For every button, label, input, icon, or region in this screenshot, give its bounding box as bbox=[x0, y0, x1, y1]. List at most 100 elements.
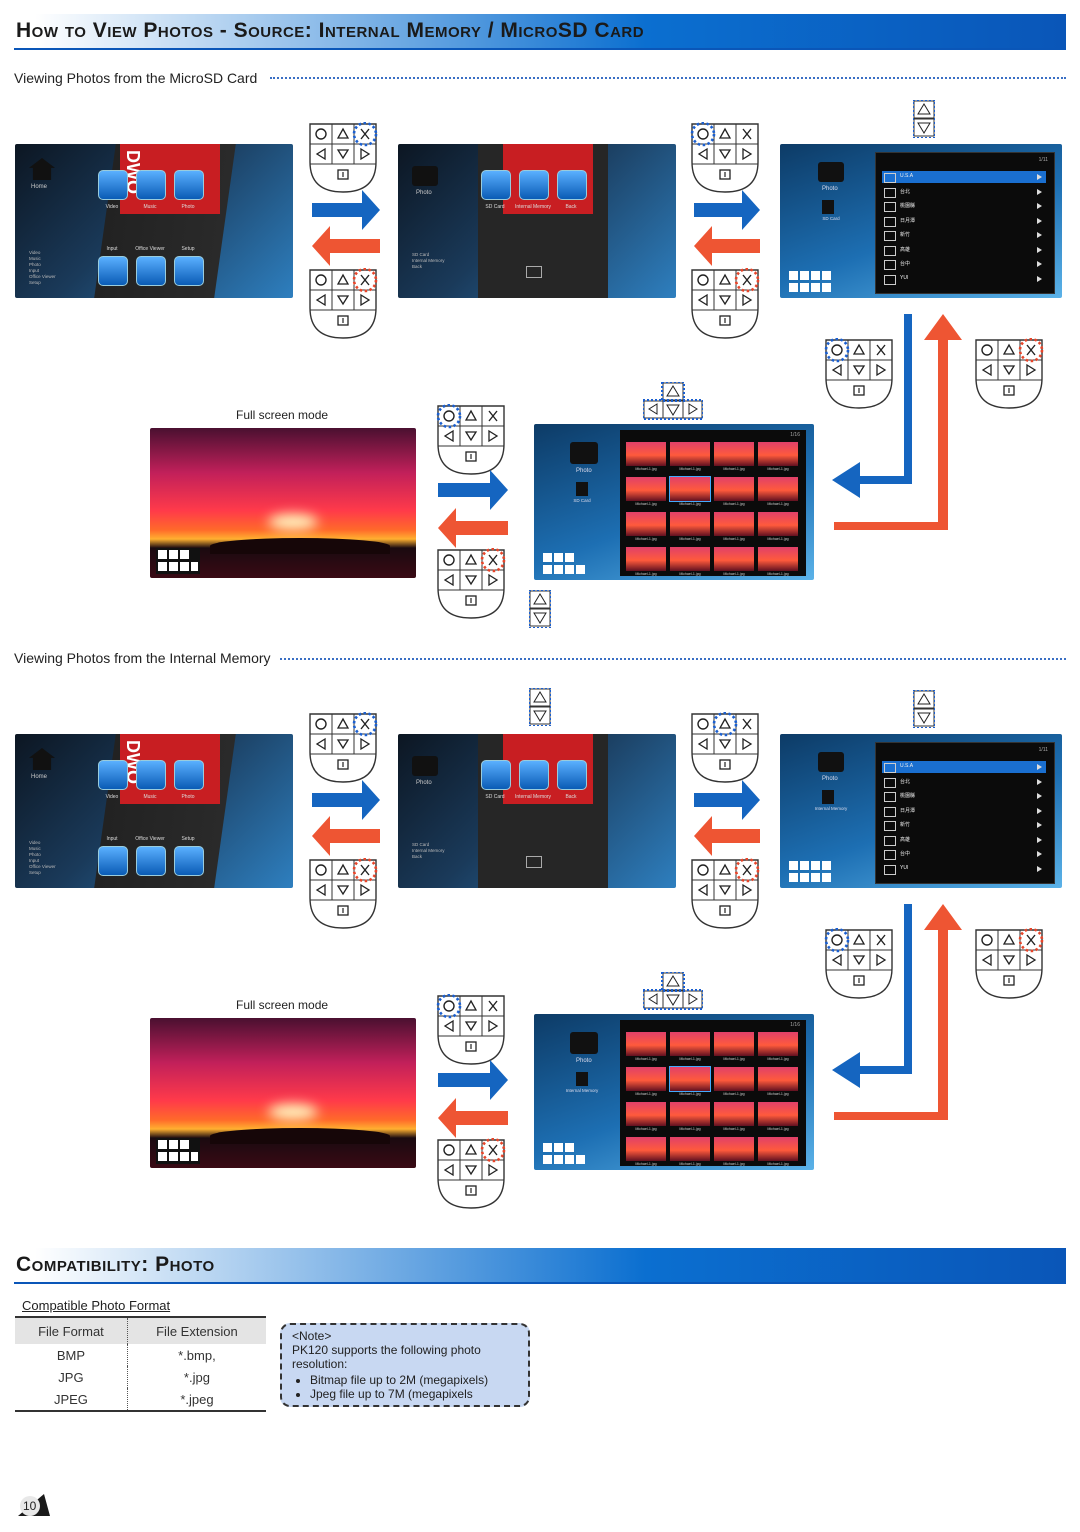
thumbnail-filename: Michael-1.jpg bbox=[635, 537, 657, 541]
photo-thumbnail[interactable]: Michael-1.jpg bbox=[714, 1102, 754, 1134]
left-arrow-icon bbox=[312, 226, 380, 271]
folder-name: 高雄 bbox=[900, 246, 911, 253]
thumbnail-filename: Michael-1.jpg bbox=[635, 572, 657, 576]
photo-thumbnail[interactable]: Michael-1.jpg bbox=[626, 1137, 666, 1169]
up-down-keys-icon bbox=[528, 589, 552, 633]
list-item[interactable]: 高雄 bbox=[882, 244, 1046, 256]
list-item[interactable]: U.S.A bbox=[882, 171, 1046, 183]
chevron-right-icon bbox=[1037, 174, 1042, 180]
extension-cell: *.bmp, bbox=[178, 1347, 216, 1363]
left-arrow-icon bbox=[438, 1098, 508, 1143]
photo-thumbnail[interactable]: Michael-1.jpg bbox=[714, 1032, 754, 1064]
office-viewer-icon bbox=[136, 256, 166, 286]
photo-thumbnail[interactable]: Michael-1.jpg bbox=[626, 1102, 666, 1134]
folder-icon bbox=[884, 187, 896, 198]
col-header-format: File Format bbox=[15, 1316, 128, 1344]
format-cell: JPEG bbox=[15, 1388, 128, 1412]
list-item[interactable]: 桃園縣 bbox=[882, 790, 1046, 802]
page-indicator: 1/11 bbox=[1038, 747, 1048, 753]
menu-item-label: Setup bbox=[181, 836, 195, 842]
photo-thumbnail[interactable]: Michael-1.jpg bbox=[758, 1102, 798, 1134]
list-item[interactable]: 台中 bbox=[882, 258, 1046, 270]
list-item[interactable]: 桃園縣 bbox=[882, 200, 1046, 212]
internal-memory-icon bbox=[822, 790, 834, 804]
internal-memory-icon bbox=[519, 170, 549, 200]
right-arrow-icon bbox=[312, 780, 380, 825]
list-item[interactable]: 台中 bbox=[882, 848, 1046, 860]
compat-header: Compatibility: Photo bbox=[14, 1248, 1066, 1284]
folder-name: YUI bbox=[900, 274, 909, 281]
photo-thumbnail[interactable]: Michael-1.jpg bbox=[758, 1137, 798, 1169]
legend-item: Office Viewer bbox=[29, 864, 56, 869]
list-item[interactable]: 台北 bbox=[882, 776, 1046, 788]
photo-thumbnail[interactable]: Michael-1.jpg bbox=[714, 512, 754, 544]
folder-icon bbox=[884, 245, 896, 256]
left-arrow-icon bbox=[312, 816, 380, 861]
photo-thumbnail[interactable]: Michael-1.jpg bbox=[626, 1032, 666, 1064]
list-item[interactable]: 新竹 bbox=[882, 229, 1046, 241]
folder-name: 桃園縣 bbox=[900, 793, 916, 799]
photo-thumbnail[interactable]: Michael-1.jpg bbox=[714, 1137, 754, 1169]
list-item[interactable]: YUI bbox=[882, 273, 1046, 285]
remote-keypad bbox=[824, 337, 894, 409]
photo-thumbnail[interactable]: Michael-1.jpg bbox=[714, 1067, 754, 1099]
list-item[interactable]: U.S.A bbox=[882, 761, 1046, 773]
list-item[interactable]: 日月潭 bbox=[882, 215, 1046, 227]
photo-thumbnail[interactable]: Michael-1.jpg bbox=[758, 512, 798, 544]
photo-thumbnail[interactable]: Michael-1.jpg bbox=[626, 477, 666, 509]
section-heading-internal: Viewing Photos from the Internal Memory bbox=[14, 650, 271, 666]
photo-thumbnail[interactable]: Michael-1.jpg bbox=[669, 476, 711, 509]
list-item[interactable]: YUI bbox=[882, 863, 1046, 875]
photo-thumbnail[interactable]: Michael-1.jpg bbox=[670, 442, 710, 474]
thumbnail-filename: Michael-1.jpg bbox=[679, 572, 701, 576]
photo-thumbnail[interactable]: Michael-1.jpg bbox=[670, 1102, 710, 1134]
remote-keypad bbox=[690, 857, 760, 929]
remote-keypad bbox=[436, 1137, 506, 1209]
legend-item: Input bbox=[29, 268, 40, 273]
photo-thumbnail[interactable]: Michael-1.jpg bbox=[626, 442, 666, 474]
thumbnail-filename: Michael-1.jpg bbox=[767, 1127, 789, 1131]
folder-icon bbox=[884, 835, 896, 846]
legend-item: Internal Memory bbox=[412, 258, 445, 263]
menu-item-label: Internal Memory bbox=[514, 794, 552, 800]
photo-thumbnail[interactable]: Michael-1.jpg bbox=[626, 1067, 666, 1099]
photo-thumbnail[interactable]: Michael-1.jpg bbox=[714, 442, 754, 474]
legend-item: Music bbox=[29, 256, 41, 261]
left-arrow-icon bbox=[438, 508, 508, 553]
remote-keypad bbox=[308, 857, 378, 929]
source-label: SD Card bbox=[573, 498, 591, 503]
right-arrow-icon bbox=[312, 190, 380, 235]
photo-thumbnail[interactable]: Michael-1.jpg bbox=[670, 1032, 710, 1064]
photo-thumbnail[interactable]: Michael-1.jpg bbox=[758, 1067, 798, 1099]
photo-thumbnail[interactable]: Michael-1.jpg bbox=[758, 1032, 798, 1064]
office-viewer-icon bbox=[136, 846, 166, 876]
thumbnail-filename: Michael-1.jpg bbox=[723, 467, 745, 471]
photo-thumbnail[interactable]: Michael-1.jpg bbox=[758, 477, 798, 509]
list-item[interactable]: 高雄 bbox=[882, 834, 1046, 846]
photo-thumbnail[interactable]: Michael-1.jpg bbox=[670, 512, 710, 544]
list-item[interactable]: 新竹 bbox=[882, 819, 1046, 831]
photo-thumbnail[interactable]: Michael-1.jpg bbox=[758, 442, 798, 474]
photo-thumbnail[interactable]: Michael-1.jpg bbox=[714, 477, 754, 509]
photo-thumbnail[interactable]: Michael-1.jpg bbox=[758, 547, 798, 579]
chevron-right-icon bbox=[1037, 203, 1042, 209]
video-icon bbox=[98, 170, 128, 200]
photo-thumbnail[interactable]: Michael-1.jpg bbox=[670, 547, 710, 579]
photo-thumbnail[interactable]: Michael-1.jpg bbox=[670, 1137, 710, 1169]
photo-thumbnail[interactable]: Michael-1.jpg bbox=[626, 512, 666, 544]
list-item[interactable]: 日月潭 bbox=[882, 805, 1046, 817]
chevron-right-icon bbox=[1037, 865, 1042, 872]
list-item[interactable]: 台北 bbox=[882, 186, 1046, 198]
page-number-badge: 10 bbox=[14, 1490, 54, 1518]
photo-thumbnail[interactable]: Michael-1.jpg bbox=[626, 547, 666, 579]
menu-item-label: Back bbox=[565, 204, 577, 210]
remote-keypad bbox=[436, 993, 506, 1065]
photo-thumbnail[interactable]: Michael-1.jpg bbox=[669, 1066, 711, 1099]
photo-thumbnail[interactable]: Michael-1.jpg bbox=[714, 547, 754, 579]
right-arrow-icon bbox=[438, 1060, 508, 1105]
folder-icon bbox=[884, 777, 896, 788]
photo-icon bbox=[818, 162, 844, 182]
legend-item: Input bbox=[29, 858, 40, 863]
